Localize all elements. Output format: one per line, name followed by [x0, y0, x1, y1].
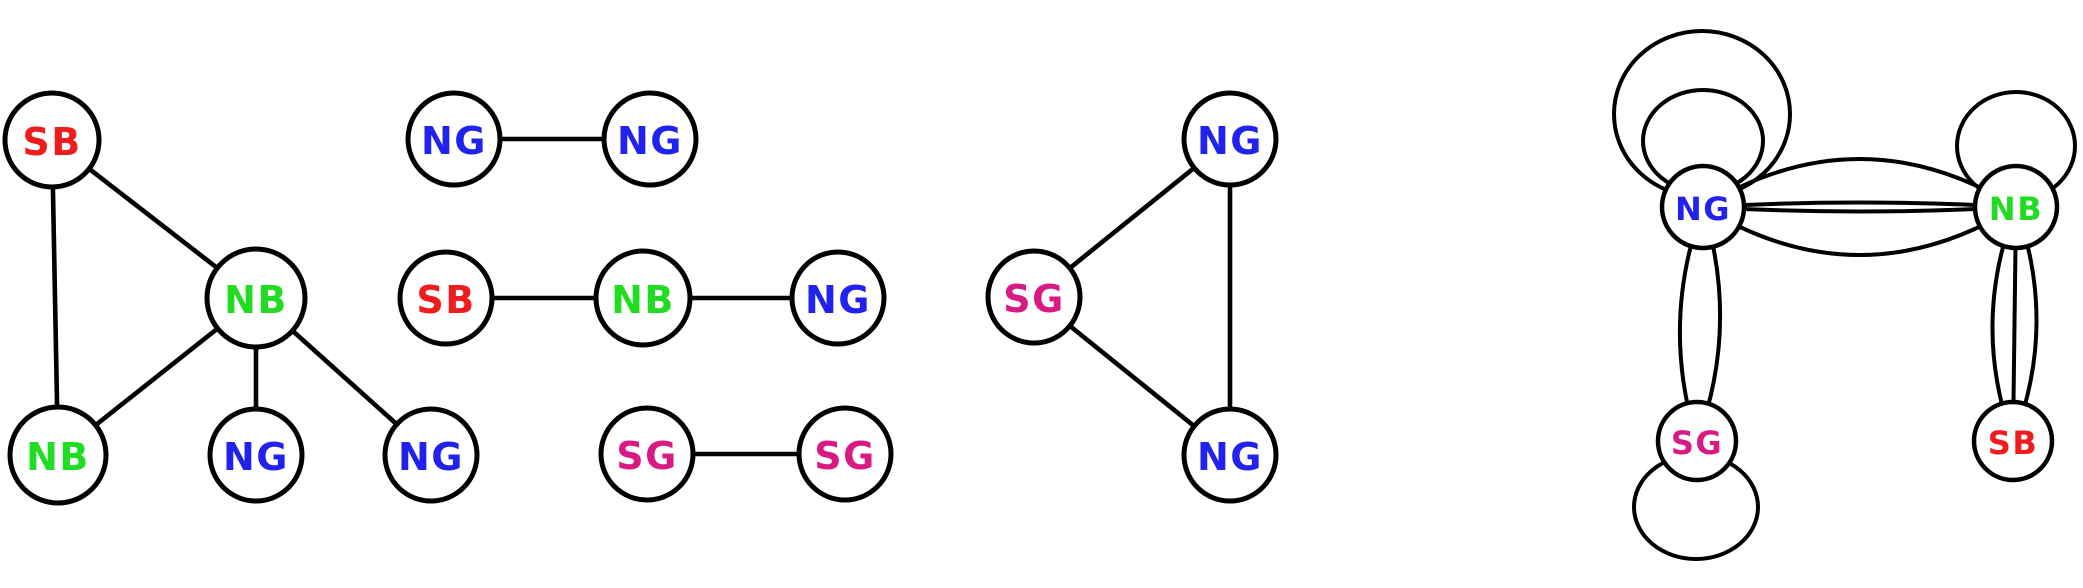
node-circle-nb	[593, 248, 693, 348]
edge	[1701, 205, 2018, 257]
node-circle-nb	[1972, 163, 2060, 251]
node-label-sb: SB	[1988, 424, 2038, 462]
component-2: NG NG SB NB NG SG SG	[397, 90, 894, 503]
node-label-sg: SG	[616, 434, 678, 478]
node-label-sg: SG	[1671, 424, 1723, 462]
node-circle-nb	[204, 246, 308, 350]
node-label-sb: SB	[416, 278, 475, 322]
node-label-nb: NB	[611, 278, 675, 322]
node-circle-ng	[405, 90, 503, 188]
edge	[1702, 205, 2017, 214]
node-label-ng: NG	[398, 435, 464, 479]
component-4: NG NB SG SB	[1612, 29, 2077, 561]
node-label-sg: SG	[814, 434, 876, 478]
component-3: NG SG NG	[985, 90, 1279, 504]
node-circle-ng	[1181, 90, 1279, 188]
node-circle-sb	[2, 90, 102, 190]
node-label-nb: NB	[224, 278, 288, 322]
edge	[1701, 157, 2018, 209]
node-label-ng: NG	[1197, 119, 1263, 163]
node-label-sb: SB	[22, 120, 81, 164]
node-circle-ng	[1659, 163, 1747, 251]
node-label-ng: NG	[617, 119, 683, 163]
node-label-ng: NG	[1197, 435, 1263, 479]
edge	[1702, 200, 2017, 209]
node-circle-ng	[207, 406, 305, 504]
node-label-nb: NB	[1989, 190, 2043, 228]
node-circle-sb	[1971, 399, 2055, 483]
node-circle-sg	[796, 405, 894, 503]
node-circle-ng	[382, 406, 480, 504]
node-label-ng: NG	[1675, 190, 1731, 228]
node-circle-sb	[397, 249, 495, 347]
component-1: SB NB NB NG NG	[2, 90, 480, 506]
node-circle-ng	[1181, 406, 1279, 504]
node-label-ng: NG	[223, 435, 289, 479]
node-circle-ng	[601, 90, 699, 188]
node-circle-sg	[598, 405, 696, 503]
node-label-sg: SG	[1003, 277, 1065, 321]
node-label-nb: NB	[26, 435, 90, 479]
node-label-ng: NG	[421, 119, 487, 163]
node-circle-sg	[985, 248, 1083, 346]
node-circle-sg	[1655, 399, 1739, 483]
node-circle-ng	[789, 249, 887, 347]
node-label-ng: NG	[805, 278, 871, 322]
node-circle-nb	[7, 404, 109, 506]
